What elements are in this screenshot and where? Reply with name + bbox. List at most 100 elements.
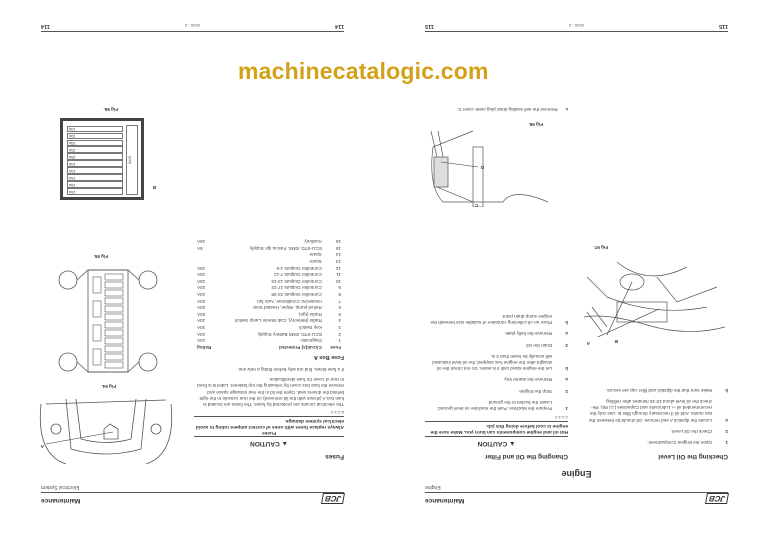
step-number: 1 (725, 440, 728, 445)
step-number: b (565, 320, 568, 326)
fuse-number: 11 (336, 272, 341, 278)
fig95-label: Fig 95. (93, 254, 108, 259)
large-fuse-slot (92, 300, 102, 318)
step: b Place an oil collecting container of su… (425, 313, 568, 325)
fuse-slot (104, 337, 124, 345)
step-number: a (565, 331, 568, 337)
fuse-circuit: Diagnostic (300, 338, 322, 344)
large-fuse-slot (92, 348, 102, 366)
footer-rule (41, 31, 344, 32)
fig98-label: Fig 98. (528, 122, 543, 127)
header-rule (425, 492, 728, 493)
fuse-number: 3 (338, 325, 341, 330)
step-text: Let the engine stand until it is warm. D… (432, 353, 552, 372)
fuse-slot (104, 345, 124, 353)
step-c: cRemove the self sealing drain plug oute… (457, 106, 568, 112)
step-text: Remove the self sealing drain plug outer… (456, 107, 558, 112)
page-number: 114 (41, 23, 50, 29)
fig97-label: Fig 97. (593, 245, 608, 250)
warning-triangle-icon: ▲ (279, 440, 288, 447)
fuse-circuit: Auxiliary (304, 239, 322, 245)
large-fuse-slot (92, 276, 102, 294)
label-rating: 20A (67, 153, 123, 161)
fuse-slot (104, 289, 124, 297)
warning-triangle-icon: ▲ (507, 440, 516, 447)
step: 2 Check the Oil Level. (586, 428, 728, 434)
caution-code: 8-3-3-5 (194, 410, 344, 417)
fuse-rating: 10A (197, 331, 206, 337)
callout-a: A (586, 341, 590, 346)
column-header: Circuit(s) Protected (279, 344, 322, 350)
fig96-label: Fig 96. (103, 107, 118, 112)
footer-rule (425, 31, 728, 32)
fuse-number: 4 (338, 318, 341, 324)
fuse-rating (194, 257, 217, 264)
fuse-slot (104, 361, 124, 369)
large-fuse-slot (92, 324, 102, 342)
fuse-rating: 10A (197, 285, 206, 291)
fuse-rating: 15A (197, 265, 206, 271)
caution-heading: ▲ CAUTION (425, 440, 568, 447)
fuse-number: 10 (335, 278, 341, 284)
fuse-circuit: Controller Outputs 7-12 (273, 272, 322, 278)
step-number: 2 (725, 428, 728, 434)
fuse-slot (104, 321, 124, 329)
fuse-rating: 15A (197, 239, 206, 245)
fuses-heading: Fuses (325, 453, 344, 460)
callout-b: B (152, 185, 156, 190)
fuse-number: 12 (335, 265, 341, 271)
header-section: Maintenance (41, 497, 81, 504)
fuse-rating: 10A (197, 338, 206, 344)
fuse-circuit: Spare (309, 252, 322, 258)
callout-d: D (480, 165, 484, 170)
fuse-number: 13 (335, 259, 341, 265)
caution-code: 2-3-3-2 (425, 415, 568, 422)
step-text: Place an oil collecting container of sui… (430, 313, 552, 326)
watermark: machinecatalogic.com (238, 58, 489, 84)
column-header: Rating (197, 344, 212, 350)
step-text: Stop the Engine. (518, 388, 552, 394)
fuse-circuit: Controller Outputs 1-6 (276, 265, 322, 271)
fuses-note: If a fuse blows, find out why before fit… (237, 366, 344, 372)
label-rating: 15A (67, 174, 123, 182)
label-rating: 20A (67, 146, 123, 154)
page-number: 115 (425, 23, 434, 29)
change-oil-column: Changing the Oil and Filter ▲ CAUTION Ho… (425, 308, 568, 460)
drain-plug-figure (430, 130, 549, 207)
callout-a: A (40, 444, 44, 449)
header-subsection: Engine (425, 484, 441, 490)
label-rating: 15A (67, 188, 123, 195)
fuse-circuit: Key Switch (298, 325, 322, 330)
header-subsection: Electrical System (41, 484, 80, 490)
header-section: Maintenance (425, 497, 465, 504)
fuse-rating: 20A (197, 311, 206, 317)
label-rating: 10A (67, 125, 123, 133)
step-text: Check the Oil Level. (670, 428, 712, 434)
caution-label: CAUTION (477, 440, 508, 447)
fuse-circuit: Radio (Ign). (297, 311, 322, 317)
fuse-box-location-figure (39, 398, 173, 464)
fuse-rating: 10A (197, 325, 206, 330)
callout-c: C (474, 203, 478, 208)
fuse-circuit: Controller Outputs 23-28 (271, 292, 322, 298)
step-number: b (565, 366, 568, 372)
check-oil-heading: Checking the Oil Level (658, 453, 728, 460)
step-number: a (725, 417, 728, 423)
step: b Let the engine stand until it is warm. … (425, 353, 568, 372)
change-oil-heading: Changing the Oil and Filter (484, 453, 568, 460)
column-header: Fuse (330, 344, 341, 350)
caution-label: CAUTION (250, 440, 280, 447)
